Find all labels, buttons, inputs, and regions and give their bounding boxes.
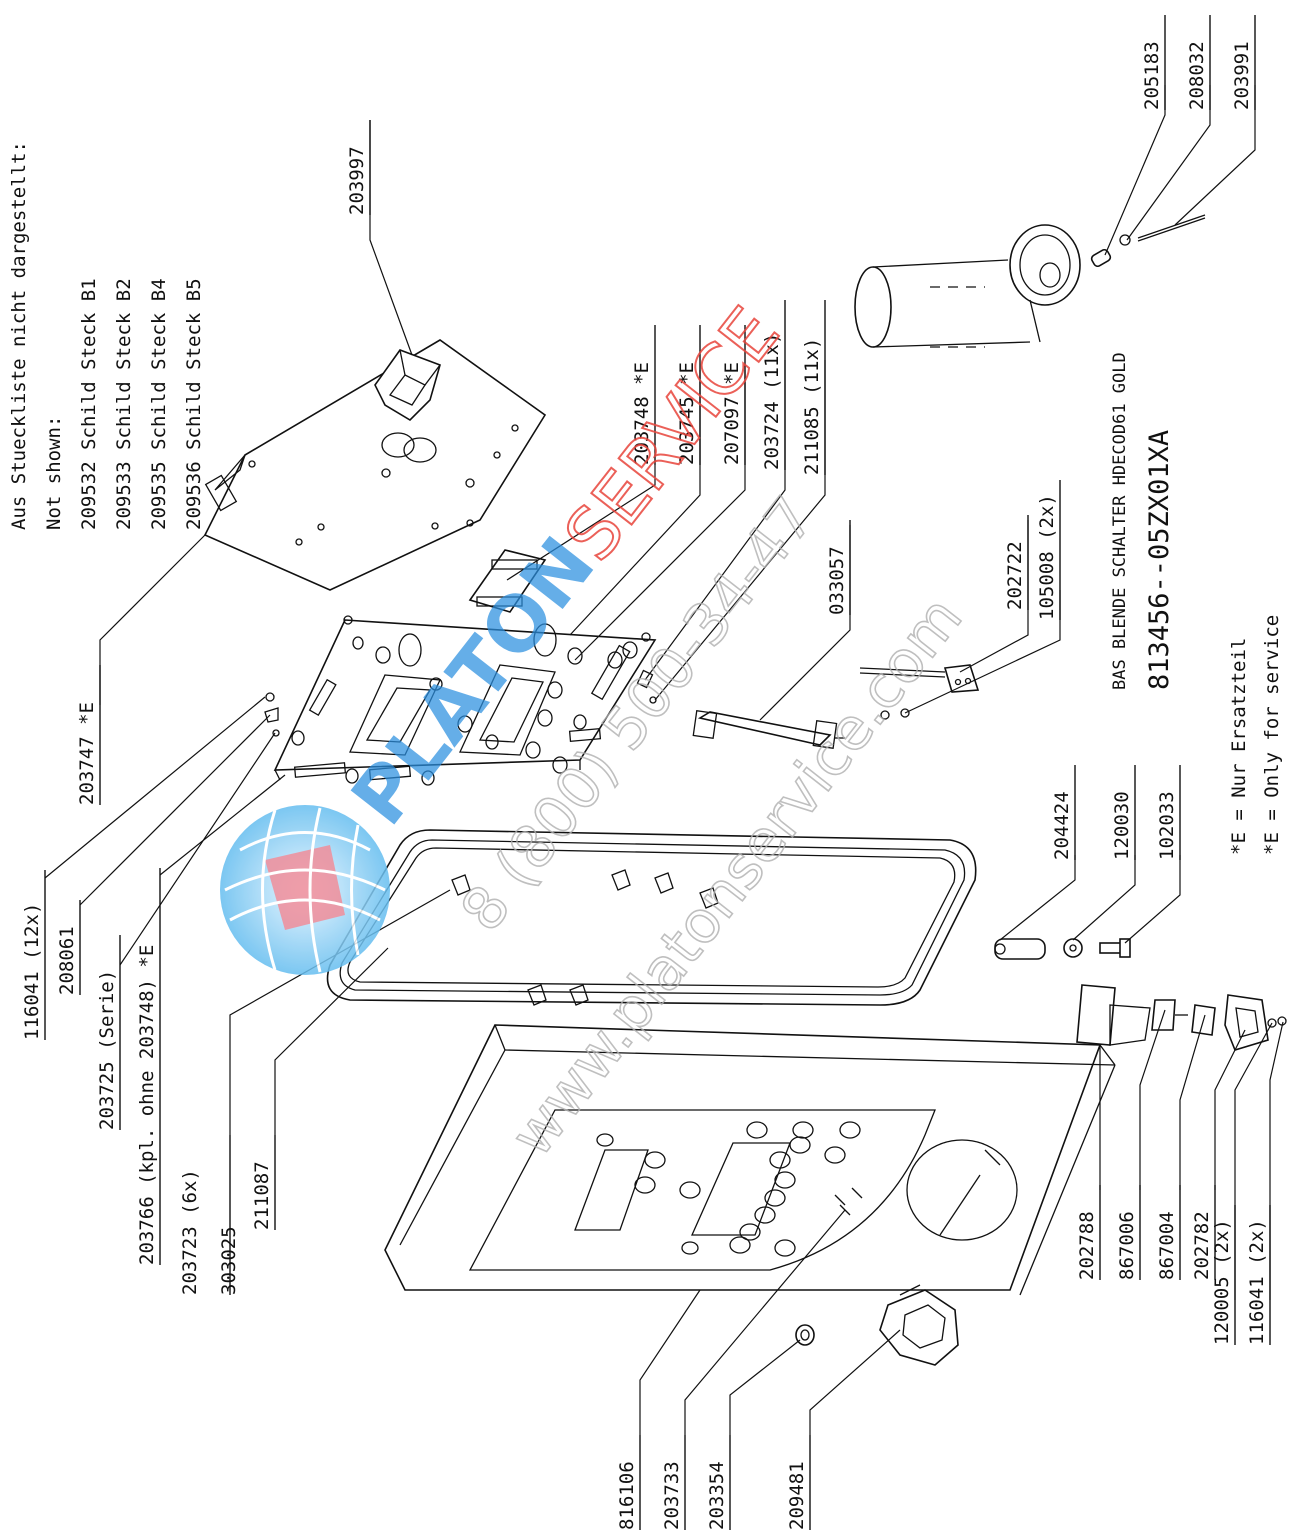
label-209481: 209481 — [786, 1461, 808, 1530]
service-legend: *E = Nur Ersatzteil *E = Only for servic… — [1228, 615, 1283, 855]
spacer-204424 — [994, 938, 1046, 960]
label-102033: 102033 — [1156, 791, 1178, 860]
note-line-2: Not shown: — [43, 416, 65, 530]
screw-102033 — [1099, 938, 1131, 958]
label-205183: 205183 — [1141, 41, 1163, 110]
screws-105008 — [880, 708, 910, 720]
note-line-6: 209536 Schild Steck B5 — [183, 278, 205, 530]
temperature-sensor-202722 — [859, 664, 980, 693]
label-203354: 203354 — [706, 1461, 728, 1530]
lamp-housing — [854, 224, 1081, 348]
label-211087: 211087 — [251, 1161, 273, 1230]
not-shown-notes: Aus Stueckliste nicht dargestellt: Not s… — [8, 141, 205, 530]
assembly-number: 813456--05ZX01XA — [1144, 430, 1175, 690]
label-208032: 208032 — [1186, 41, 1208, 110]
legend-line-1: *E = Nur Ersatzteil — [1228, 638, 1250, 855]
knob-202782 — [1224, 994, 1269, 1051]
label-211085: 211085 (11x) — [801, 338, 823, 475]
gasket-frame-211087 — [326, 829, 977, 1006]
label-202722: 202722 — [1004, 541, 1026, 610]
main-circuit-board — [264, 615, 657, 786]
washer-120030 — [1063, 938, 1083, 958]
note-line-4: 209533 Schild Steck B2 — [113, 278, 135, 530]
note-line-3: 209532 Schild Steck B1 — [78, 278, 100, 530]
label-867006: 867006 — [1116, 1211, 1138, 1280]
label-033057: 033057 — [826, 546, 848, 615]
label-202788: 202788 — [1076, 1211, 1098, 1280]
connector-plug-203997 — [374, 349, 441, 422]
small-fastener-211085 — [636, 669, 657, 704]
note-line-1: Aus Stueckliste nicht dargestellt: — [8, 141, 30, 530]
label-816106: 816106 — [616, 1461, 638, 1530]
switch-plate-867006 — [1151, 999, 1188, 1031]
label-208061: 208061 — [56, 926, 78, 995]
front-panel-816106 — [384, 1024, 1116, 1296]
assembly-name: BAS BLENDE SCHALTER HDECOD61 GOLD — [1110, 352, 1130, 690]
label-120030: 120030 — [1111, 791, 1133, 860]
label-203766: 203766 (kpl. ohne 203748) *E — [136, 945, 158, 1265]
bracket-202788 — [1076, 984, 1151, 1046]
globe-logo-icon — [220, 805, 390, 975]
label-207097e: 207097 *E — [721, 362, 743, 465]
label-203725: 203725 (Serie) — [96, 970, 118, 1130]
lamp-bulb-205183 — [1090, 214, 1206, 268]
label-202782: 202782 — [1191, 1211, 1213, 1280]
label-303025: 303025 — [218, 1226, 240, 1295]
grommet-203354 — [795, 1324, 815, 1346]
label-203733: 203733 — [661, 1461, 683, 1530]
label-203748e: 203748 *E — [631, 362, 653, 465]
label-203724: 203724 (11x) — [761, 333, 783, 470]
legend-line-2: *E = Only for service — [1261, 615, 1283, 855]
label-203997: 203997 — [346, 146, 368, 215]
label-203747e: 203747 *E — [76, 702, 98, 805]
label-105008: 105008 (2x) — [1036, 494, 1058, 620]
note-line-5: 209535 Schild Steck B4 — [148, 278, 170, 530]
top-circuit-board — [203, 339, 547, 591]
label-203991: 203991 — [1231, 41, 1253, 110]
connector-board-203748 — [468, 549, 547, 613]
label-867004: 867004 — [1156, 1211, 1178, 1280]
label-203723: 203723 (6x) — [179, 1169, 201, 1295]
title-block: BAS BLENDE SCHALTER HDECOD61 GOLD 813456… — [1110, 352, 1175, 690]
label-120005: 120005 (2x) — [1211, 1219, 1233, 1345]
label-203745e: 203745 *E — [676, 362, 698, 465]
label-116041-12x: 116041 (12x) — [21, 903, 43, 1040]
ribbon-cable-033057 — [692, 709, 845, 749]
label-204424: 204424 — [1051, 791, 1073, 860]
label-116041-2x: 116041 (2x) — [1246, 1219, 1268, 1345]
rotary-knob-209481 — [879, 1284, 959, 1366]
part-labels: 203997 205183 208032 203991 203748 *E 20… — [21, 15, 1271, 1530]
